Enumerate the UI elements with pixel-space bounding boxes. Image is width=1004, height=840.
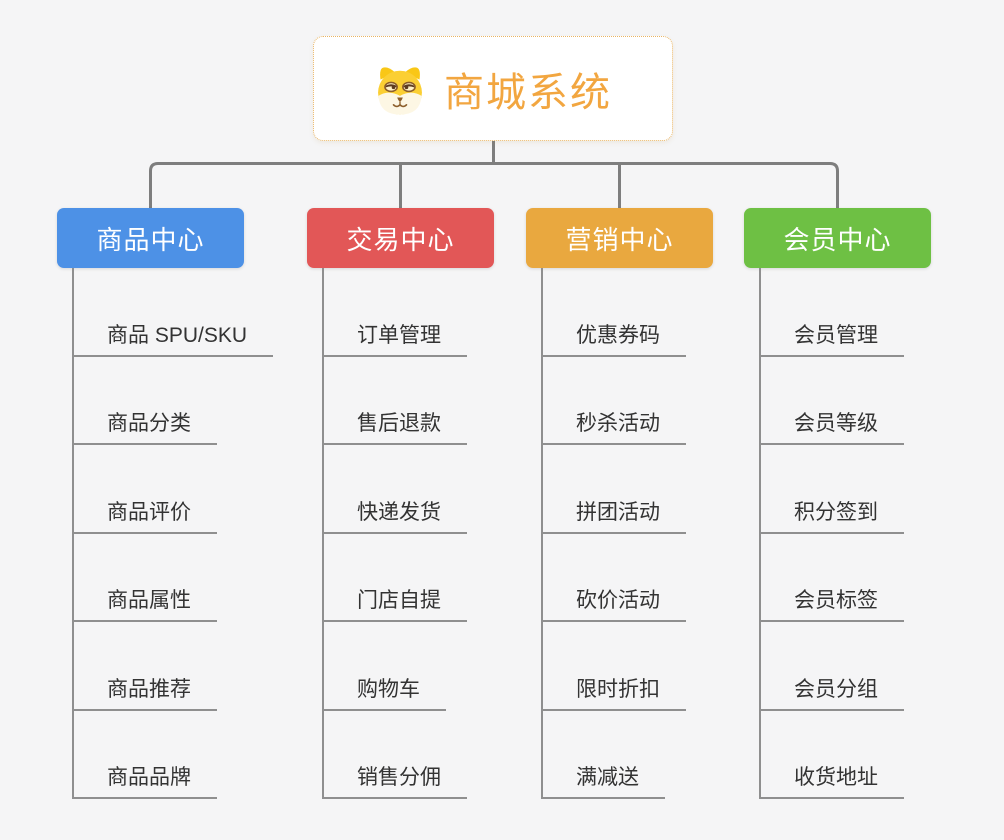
leaf-item[interactable]: 砍价活动: [541, 584, 686, 622]
leaf-item[interactable]: 商品属性: [72, 584, 217, 622]
branch-spine-line: [541, 268, 543, 799]
leaf-item[interactable]: 限时折扣: [541, 673, 686, 711]
leaf-item[interactable]: 快递发货: [322, 496, 467, 534]
leaf-item[interactable]: 积分签到: [759, 496, 904, 534]
leaf-item[interactable]: 优惠券码: [541, 319, 686, 357]
leaf-item[interactable]: 商品 SPU/SKU: [72, 319, 274, 357]
root-title: 商城系统: [444, 70, 612, 115]
branch-node-products[interactable]: 商品中心: [57, 208, 244, 268]
leaf-item[interactable]: 门店自提: [322, 584, 467, 622]
leaf-item[interactable]: 销售分佣: [322, 761, 467, 799]
branch-label: 交易中心: [346, 224, 455, 255]
leaf-list: 优惠券码 秒杀活动 拼团活动 砍价活动 限时折扣 满减送: [526, 268, 686, 799]
branch-label: 会员中心: [783, 224, 892, 255]
branch-column-marketing: 营销中心 优惠券码 秒杀活动 拼团活动 砍价活动 限时折扣 满减送: [526, 208, 786, 799]
branch-node-marketing[interactable]: 营销中心: [526, 208, 713, 268]
leaf-item[interactable]: 会员管理: [759, 319, 904, 357]
branch-spine-line: [72, 268, 74, 799]
leaf-item[interactable]: 会员等级: [759, 407, 904, 445]
branch-node-members[interactable]: 会员中心: [744, 208, 931, 268]
leaf-item[interactable]: 商品分类: [72, 407, 217, 445]
branch-label: 商品中心: [96, 224, 205, 255]
leaf-item[interactable]: 商品推荐: [72, 673, 217, 711]
leaf-item[interactable]: 会员标签: [759, 584, 904, 622]
branch-node-trade[interactable]: 交易中心: [307, 208, 494, 268]
branch-spine-line: [759, 268, 761, 799]
branch-label: 营销中心: [565, 224, 674, 255]
leaf-item[interactable]: 商品品牌: [72, 761, 217, 799]
branch-column-members: 会员中心 会员管理 会员等级 积分签到 会员标签 会员分组 收货地址: [744, 208, 1004, 799]
leaf-item[interactable]: 订单管理: [322, 319, 467, 357]
branch-rail-connector: [149, 162, 839, 208]
leaf-item[interactable]: 满减送: [541, 761, 665, 799]
leaf-item[interactable]: 购物车: [322, 673, 446, 711]
branch-spine-line: [322, 268, 324, 799]
branch-column-trade: 交易中心 订单管理 售后退款 快递发货 门店自提 购物车 销售分佣: [307, 208, 567, 799]
leaf-list: 会员管理 会员等级 积分签到 会员标签 会员分组 收货地址: [744, 268, 904, 799]
leaf-item[interactable]: 会员分组: [759, 673, 904, 711]
branch-column-products: 商品中心 商品 SPU/SKU 商品分类 商品评价 商品属性 商品推荐 商品品牌: [57, 208, 317, 799]
leaf-list: 商品 SPU/SKU 商品分类 商品评价 商品属性 商品推荐 商品品牌: [57, 268, 274, 799]
root-node[interactable]: 商城系统: [313, 36, 673, 141]
shiba-dog-icon: [378, 66, 422, 115]
leaf-item[interactable]: 售后退款: [322, 407, 467, 445]
leaf-item[interactable]: 商品评价: [72, 496, 217, 534]
leaf-list: 订单管理 售后退款 快递发货 门店自提 购物车 销售分佣: [307, 268, 467, 799]
leaf-item[interactable]: 秒杀活动: [541, 407, 686, 445]
leaf-item[interactable]: 拼团活动: [541, 496, 686, 534]
leaf-item[interactable]: 收货地址: [759, 761, 904, 799]
